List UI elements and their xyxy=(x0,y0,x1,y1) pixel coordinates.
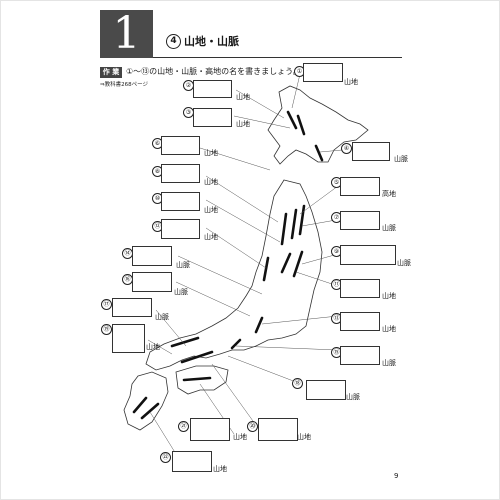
task-instruction: ①～⑬の山地・山脈・高地の名を書きましょう。 xyxy=(126,67,301,76)
label-suffix-22: 山地 xyxy=(213,465,227,473)
mountain-marks xyxy=(132,110,324,420)
label-num-18: ⑱ xyxy=(292,378,303,389)
label-num-4: ④ xyxy=(341,143,352,154)
label-suffix-19: 山地 xyxy=(146,343,160,351)
answer-box-8[interactable] xyxy=(161,164,200,183)
label-suffix-9: 山脈 xyxy=(397,259,411,267)
answer-box-21[interactable] xyxy=(190,418,230,441)
answer-box-13[interactable] xyxy=(340,312,380,331)
answer-box-9[interactable] xyxy=(340,245,396,265)
answer-box-19[interactable] xyxy=(112,324,145,353)
label-suffix-12: 山地 xyxy=(204,233,218,241)
hokkaido-outline xyxy=(267,85,369,165)
answer-box-15[interactable] xyxy=(340,346,380,365)
answer-box-6[interactable] xyxy=(161,136,200,155)
header-rule xyxy=(153,57,402,58)
label-suffix-20: 山地 xyxy=(297,433,311,441)
label-suffix-8: 山地 xyxy=(204,178,218,186)
answer-box-11[interactable] xyxy=(340,279,380,298)
chapter-block xyxy=(100,10,153,58)
label-suffix-11: 山地 xyxy=(382,292,396,300)
label-suffix-2: 山地 xyxy=(236,93,250,101)
answer-box-2[interactable] xyxy=(193,80,232,98)
textbook-reference: ⇒教科書268ページ xyxy=(100,82,148,88)
label-num-17: ⑰ xyxy=(101,299,112,310)
answer-box-1[interactable] xyxy=(303,63,343,82)
label-suffix-13: 山地 xyxy=(382,325,396,333)
label-suffix-16: 山脈 xyxy=(174,288,188,296)
kyushu-outline xyxy=(123,371,169,431)
label-suffix-1: 山地 xyxy=(344,78,358,86)
label-suffix-5: 高地 xyxy=(382,190,396,198)
label-num-22: ㉒ xyxy=(160,452,171,463)
label-suffix-14: 山脈 xyxy=(176,261,190,269)
label-suffix-6: 山地 xyxy=(204,149,218,157)
answer-box-10[interactable] xyxy=(161,192,200,211)
label-suffix-7: 山脈 xyxy=(382,224,396,232)
label-num-19: ⑲ xyxy=(101,324,112,335)
answer-box-4[interactable] xyxy=(352,142,390,161)
chapter-number: 1 xyxy=(112,8,141,59)
label-num-21: ㉑ xyxy=(178,421,189,432)
honshu-outline xyxy=(145,179,323,371)
answer-box-16[interactable] xyxy=(132,272,172,292)
label-suffix-4: 山脈 xyxy=(394,155,408,163)
label-suffix-21: 山地 xyxy=(233,433,247,441)
answer-box-18[interactable] xyxy=(306,380,346,400)
label-suffix-18: 山脈 xyxy=(346,393,360,401)
label-suffix-3: 山地 xyxy=(236,120,250,128)
answer-box-22[interactable] xyxy=(172,451,212,472)
label-suffix-15: 山脈 xyxy=(382,359,396,367)
label-num-20: ⑳ xyxy=(247,421,258,432)
answer-box-12[interactable] xyxy=(161,219,200,239)
answer-box-3[interactable] xyxy=(193,108,232,127)
section-number: 4 xyxy=(166,34,181,49)
answer-box-7[interactable] xyxy=(340,211,380,230)
page-number: 9 xyxy=(394,472,399,480)
leader-lines xyxy=(147,73,343,455)
answer-box-14[interactable] xyxy=(132,246,172,266)
answer-box-5[interactable] xyxy=(340,177,380,196)
answer-box-20[interactable] xyxy=(258,418,298,441)
answer-box-17[interactable] xyxy=(112,298,152,317)
label-suffix-17: 山脈 xyxy=(155,313,169,321)
label-suffix-10: 山地 xyxy=(204,206,218,214)
section-title: 山地・山脈 xyxy=(184,35,239,48)
shikoku-outline xyxy=(175,365,229,395)
task-badge: 作 業 xyxy=(100,67,122,78)
